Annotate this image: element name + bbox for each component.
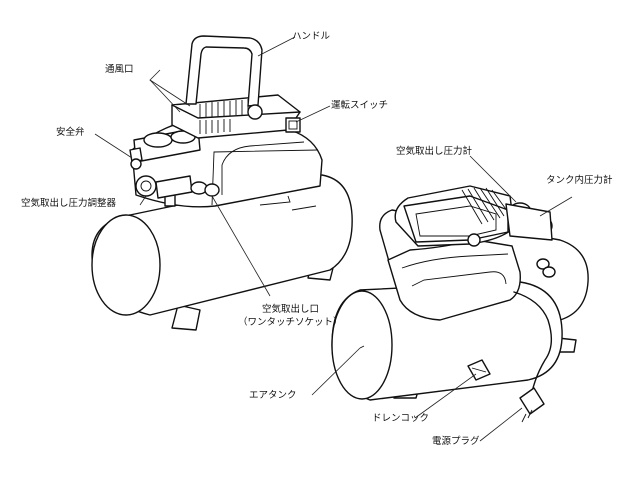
power-cord [513,291,553,393]
label-air-outlet: 空気取出し口 [262,304,320,315]
label-tank-gauge: タンク内圧力計 [546,175,613,186]
label-handle: ハンドル [292,31,331,42]
left-handle [185,35,263,107]
label-outlet-gauge: 空気取出し圧力計 [396,146,473,157]
label-air-tank: エアタンク [249,390,297,401]
label-power-plug: 電源プラグ [432,436,480,447]
label-drain-cock: ドレンコック [372,413,430,424]
label-air-outlet-sub: （ワンタッチソケット） [238,317,343,328]
right-compressor [331,185,589,423]
label-pressure-regulator: 空気取出し圧力調整器 [21,198,117,209]
leader-lines [94,36,573,442]
right-vent-fins [461,187,509,225]
left-compressor [91,35,353,331]
label-safety-valve: 安全弁 [56,127,85,138]
label-run-switch: 運転スイッチ [331,100,389,111]
label-vent: 通風口 [105,64,134,75]
right-housing [387,239,521,321]
